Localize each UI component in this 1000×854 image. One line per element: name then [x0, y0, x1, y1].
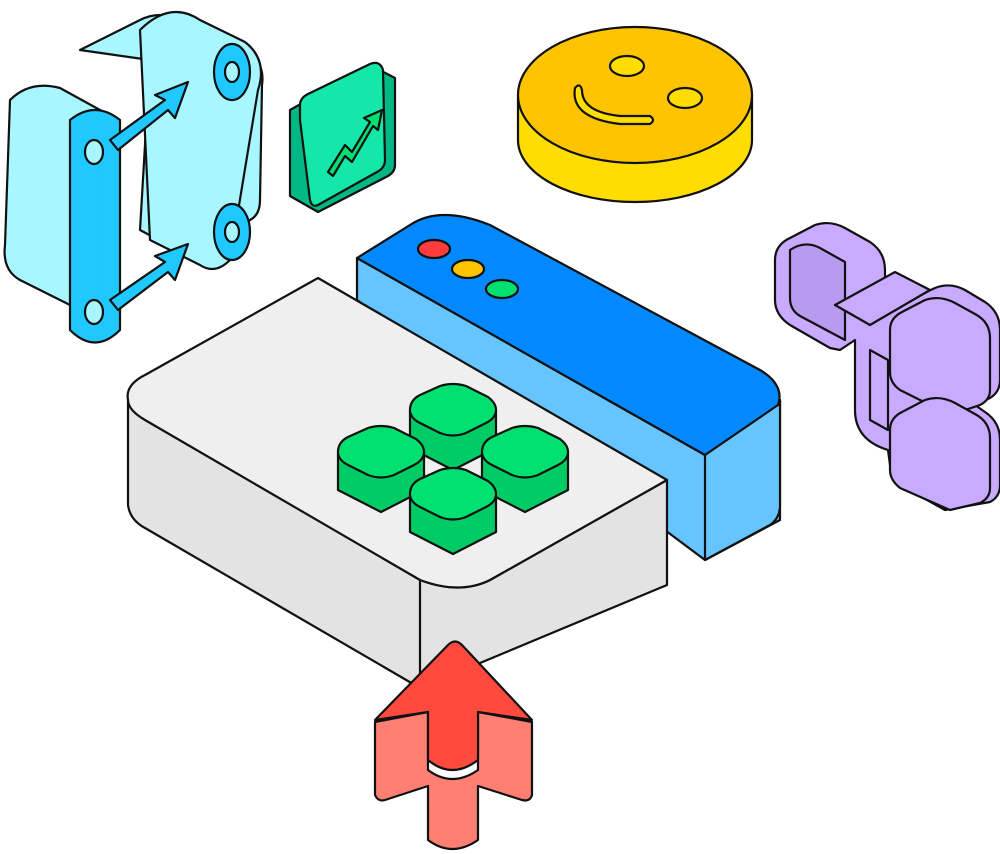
- window-dot-yellow: [450, 258, 486, 280]
- network-nodes-icon: [773, 221, 1000, 512]
- window-dot-green: [484, 278, 520, 300]
- green-cube-bottom: [408, 466, 498, 556]
- workflow-icon: [3, 10, 264, 344]
- green-cube-top: [408, 382, 498, 472]
- trend-chart-icon: [288, 61, 397, 214]
- app-grid-icon: [126, 276, 669, 690]
- window-dot-red: [416, 238, 452, 260]
- smiley-coin-icon: [516, 25, 754, 204]
- green-cube-right: [480, 424, 570, 514]
- browser-window-icon: [355, 213, 782, 562]
- green-cube-left: [336, 424, 426, 514]
- upload-arrow-icon: [373, 640, 534, 851]
